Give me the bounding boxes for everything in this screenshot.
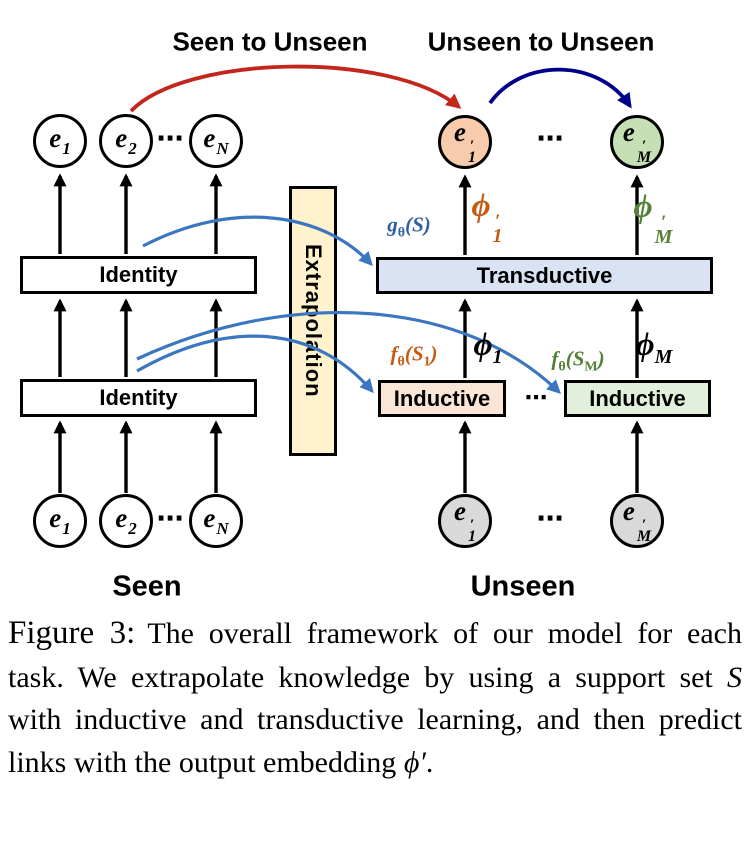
g-theta-s-label: gθ(S) — [387, 212, 431, 241]
phi-prime-M-label: ϕ′M — [633, 188, 673, 249]
unseen-to-unseen-arrow — [488, 67, 632, 109]
figure-number: Figure 3: — [8, 615, 136, 651]
seen-group-label: Seen — [112, 570, 182, 603]
caption-text: . — [425, 746, 434, 780]
ellipsis-unseen-top: ⋯ — [536, 123, 564, 155]
identity-upper-box: Identity — [20, 256, 257, 294]
inductive-left-label: Inductive — [393, 385, 491, 411]
node-eM-prime-unseen-bottom: e ′M — [610, 494, 664, 548]
prime-mark: ′ — [641, 138, 647, 155]
ellipsis-seen-top: ⋯ — [156, 123, 184, 155]
support-set-var: S — [727, 660, 742, 694]
node-sub: 2 — [128, 518, 137, 538]
node-var: e — [203, 123, 216, 154]
f-theta-s1-label: fθ(S1) — [390, 341, 438, 370]
node-e1-seen-top: e1 — [33, 114, 87, 168]
phi-prime-var: ϕ′ — [403, 746, 426, 780]
inductive-right-label: Inductive — [589, 385, 686, 411]
extrapolation-box: Extrapolation — [289, 186, 337, 456]
node-sub: 1 — [467, 149, 476, 167]
prime-mark: ′ — [641, 517, 647, 534]
ellipsis-inductive: ⋯ — [524, 385, 548, 411]
caption-text: The overall framework of our model for e… — [8, 617, 742, 694]
node-e2-seen-top: e2 — [99, 114, 153, 168]
node-e1-prime-unseen-top: e′1 — [438, 115, 492, 169]
node-sub: 2 — [128, 138, 137, 158]
identity-lower-label: Identity — [99, 385, 178, 410]
node-var: e — [622, 496, 635, 527]
node-var: e — [203, 503, 216, 534]
transductive-box: Transductive — [376, 257, 713, 294]
node-var: e — [622, 117, 635, 148]
inductive-right-box: Inductive — [564, 380, 711, 417]
unseen-group-label: Unseen — [470, 570, 576, 603]
phi-1-label: ϕ1 — [473, 327, 503, 368]
node-sub: N — [216, 518, 229, 538]
ellipsis-unseen-bottom: ⋯ — [536, 503, 564, 535]
f-theta-sM-label: fθ(SM) — [551, 346, 605, 375]
node-var: e — [115, 503, 128, 534]
seen-to-unseen-label: Seen to Unseen — [172, 26, 368, 57]
node-var: e — [49, 123, 62, 154]
node-e2-seen-bottom: e2 — [99, 494, 153, 548]
node-sub: 1 — [62, 138, 71, 158]
node-eN-seen-top: eN — [189, 114, 243, 168]
node-sub: N — [216, 138, 229, 158]
node-var: e — [115, 123, 128, 154]
transductive-label: Transductive — [476, 262, 613, 288]
phi-M-label: ϕM — [635, 327, 673, 368]
caption-text: with inductive and transductive learning… — [8, 703, 742, 780]
phi-prime-1-label: ϕ′1 — [471, 187, 503, 248]
node-var: e — [454, 496, 466, 527]
identity-lower-box: Identity — [20, 379, 257, 417]
node-e1-seen-bottom: e1 — [33, 494, 87, 548]
inductive-left-box: Inductive — [378, 380, 506, 417]
seen-up-arrows — [53, 173, 223, 493]
unseen-to-unseen-label: Unseen to Unseen — [427, 26, 655, 57]
seen-to-unseen-arrow — [129, 64, 462, 113]
node-e1-prime-unseen-bottom: e′1 — [438, 494, 492, 548]
identity-upper-label: Identity — [99, 262, 178, 287]
extrapolation-label: Extrapolation — [301, 244, 326, 398]
node-sub: M — [636, 149, 652, 167]
prime-mark: ′ — [469, 138, 475, 155]
node-eM-prime-unseen-top: e ′M — [610, 115, 664, 169]
prime-mark: ′ — [469, 517, 475, 534]
node-var: e — [454, 117, 466, 148]
node-eN-seen-bottom: eN — [189, 494, 243, 548]
ellipsis-seen-bottom: ⋯ — [156, 503, 184, 535]
node-var: e — [49, 503, 62, 534]
node-sub: 1 — [62, 518, 71, 538]
node-sub: 1 — [467, 528, 476, 546]
figure-caption: Figure 3:The overall framework of our mo… — [8, 610, 742, 785]
node-sub: M — [636, 528, 652, 546]
